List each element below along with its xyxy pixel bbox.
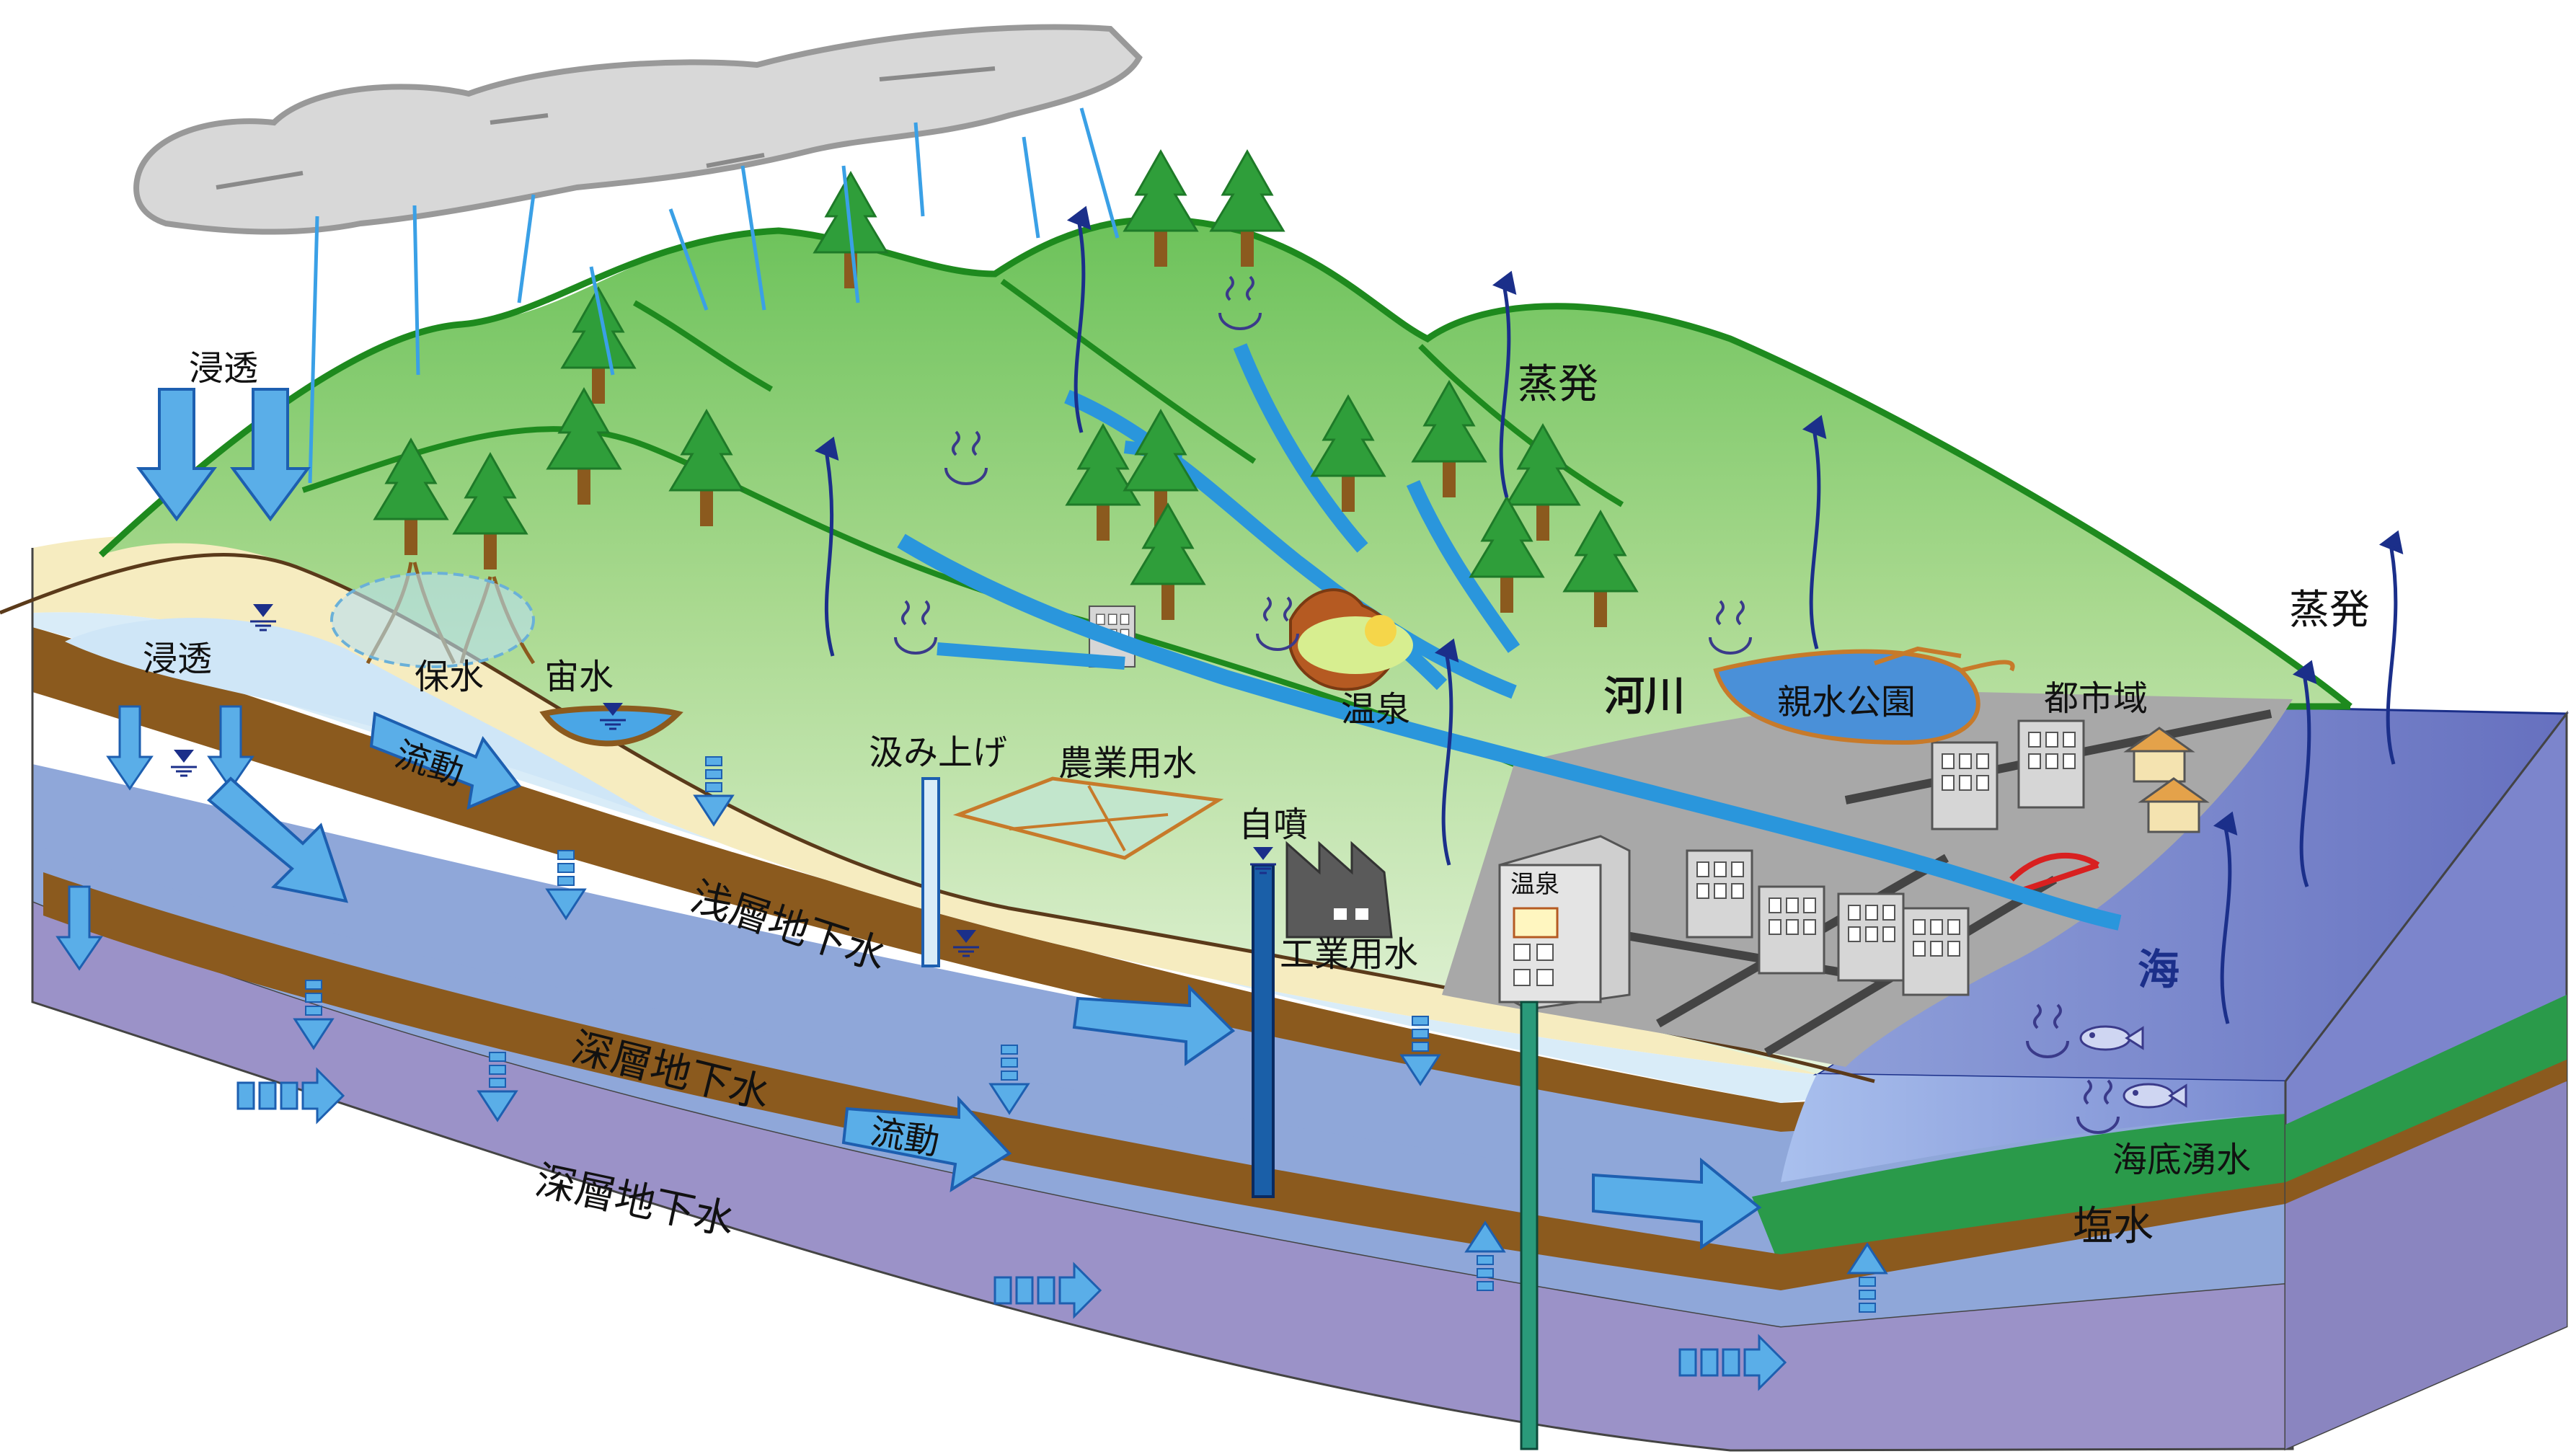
factory-icon — [1285, 841, 1393, 939]
label-agricultural-water: 農業用水 — [1058, 743, 1197, 784]
water-retention-zone — [330, 572, 535, 668]
perched-water-pond — [539, 705, 683, 747]
label-salt-water: 塩水 — [2073, 1203, 2154, 1250]
upper-sand-layer — [32, 536, 1875, 1081]
label-urban-area: 都市域 — [2044, 678, 2148, 719]
label-hot-spring-building: 温泉 — [1510, 870, 1559, 899]
land-features — [169, 275, 2015, 1450]
label-perched-water: 宙水 — [544, 657, 614, 697]
hot-spring-valley — [1256, 588, 1413, 691]
hot-spring-building — [1498, 835, 1631, 1450]
flow-arrow — [207, 776, 348, 903]
house-icon — [2138, 777, 2210, 833]
flow-arrow — [369, 712, 522, 810]
label-waterside-park: 親水公園 — [1777, 682, 1916, 722]
building-icon — [1686, 849, 1753, 939]
label-infiltration-mid: 浸透 — [143, 639, 212, 679]
river — [897, 533, 2122, 931]
pumping-well — [921, 777, 940, 967]
label-sea: 海 — [2138, 945, 2179, 994]
waterside-park-pond — [1713, 649, 1980, 745]
building-icon — [2017, 719, 2085, 809]
building-icon — [1837, 892, 1905, 982]
label-industrial-water: 工業用水 — [1280, 934, 1418, 975]
groundwater-arrows — [56, 388, 1887, 1390]
label-water-retention: 保水 — [415, 657, 484, 697]
evaporation-arrows — [814, 205, 2404, 1024]
label-evaporation-sea: 蒸発 — [2289, 587, 2370, 634]
label-infiltration-top: 浸透 — [189, 348, 258, 389]
agricultural-field — [952, 776, 1224, 860]
label-evaporation-mountain: 蒸発 — [1518, 361, 1598, 408]
flow-arrow — [1072, 984, 1236, 1066]
building-icon — [1931, 741, 1999, 830]
artesian-well — [1252, 864, 1275, 1198]
building-icon — [1902, 907, 1970, 996]
label-submarine-spring: 海底湧水 — [2112, 1140, 2251, 1180]
cloud — [133, 24, 1143, 235]
label-river: 河川 — [1604, 673, 1685, 720]
label-hot-spring-valley: 温泉 — [1341, 689, 1410, 730]
label-artesian: 自噴 — [1239, 804, 1308, 845]
flow-arrow — [841, 1095, 1012, 1192]
label-pumping: 汲み上げ — [869, 732, 1007, 773]
building-icon — [1758, 885, 1825, 975]
house-icon — [2123, 727, 2195, 783]
cloud-and-rain — [133, 24, 1143, 484]
salt-water-layer — [1752, 1110, 2285, 1269]
water-table-marker-icon — [169, 748, 198, 777]
shallow-aquifer-lens — [65, 618, 649, 815]
flow-arrow — [1592, 1157, 1762, 1250]
